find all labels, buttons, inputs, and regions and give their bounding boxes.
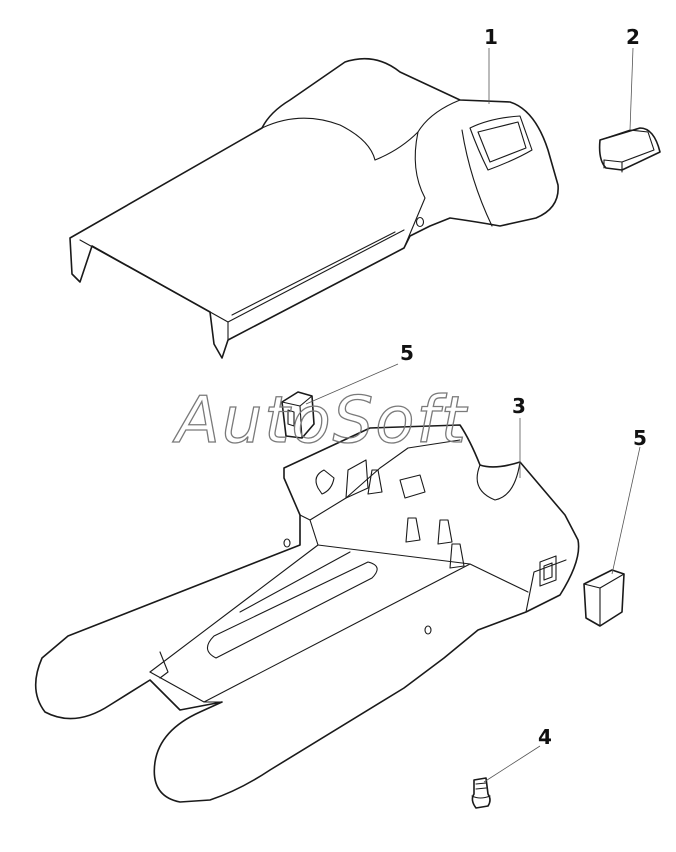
part-3-lower-base [34,424,580,803]
callout-5-left: 5 [400,341,414,365]
part-1-upper-cover [69,57,559,359]
callout-2: 2 [626,25,640,49]
callout-3: 3 [512,394,526,418]
watermark: AutoSoft [172,384,469,458]
part-5-plug-right [583,569,625,627]
leader-lines [305,47,641,783]
part-5-plug-left [281,391,315,439]
callout-1: 1 [484,25,498,49]
callout-5-right: 5 [633,426,647,450]
part-4-screw [471,777,491,809]
part-2-cap [598,127,661,173]
callout-4: 4 [538,725,552,749]
